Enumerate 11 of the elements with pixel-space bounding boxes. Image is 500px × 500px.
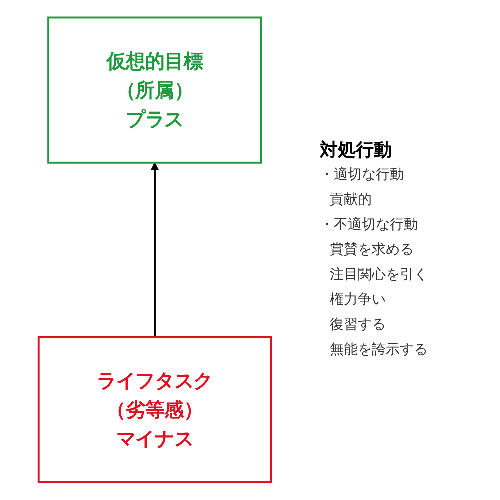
list-item: ・不適切な行動 — [320, 216, 419, 234]
heading: 対処行動 — [320, 138, 393, 162]
list-item: 権力争い — [329, 290, 387, 310]
arrow — [150, 162, 160, 338]
list-item: ・適切な行動 — [320, 166, 405, 184]
list-item: 賞賛を求める — [329, 240, 415, 260]
list-item: 注目関心を引く — [329, 266, 428, 284]
node-box: ライフタスク （劣等感） マイナス — [38, 336, 272, 484]
list-item: 無能を誇示する — [329, 340, 428, 360]
list-item: 復習する — [329, 316, 387, 334]
list-item: 貢献的 — [329, 190, 373, 210]
